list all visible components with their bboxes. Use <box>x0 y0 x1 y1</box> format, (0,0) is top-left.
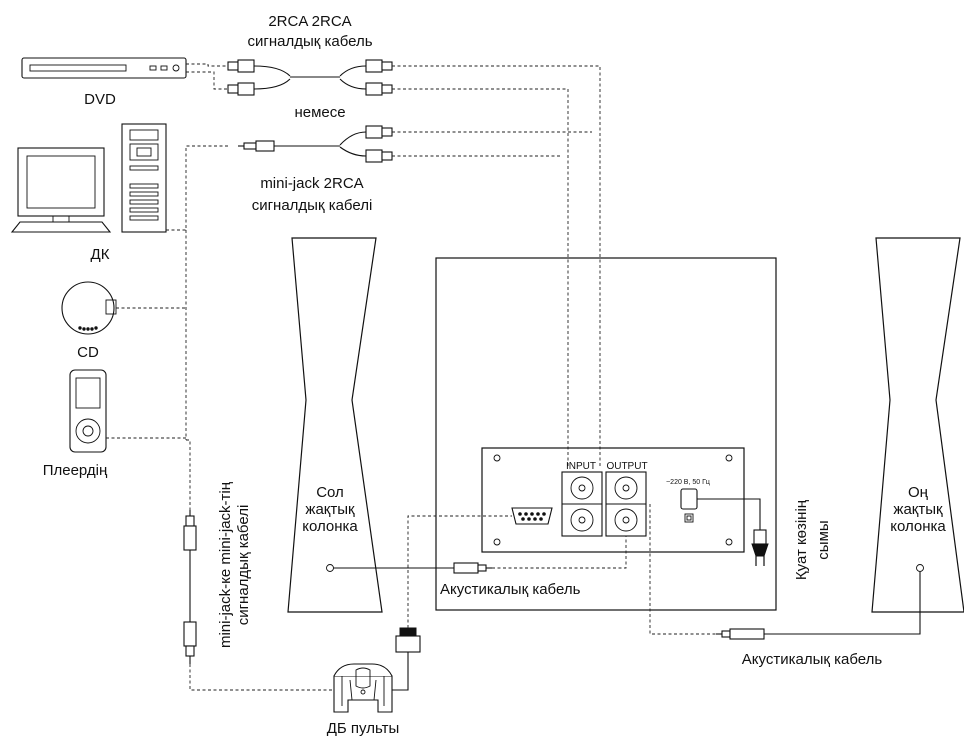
rca-cable-icon <box>227 59 393 96</box>
subwoofer-icon <box>435 257 777 611</box>
monitor-icon <box>10 147 112 233</box>
pc-label: ДК <box>91 246 110 263</box>
power-cord-label-line2: сымы <box>815 520 832 559</box>
input-label: INPUT <box>566 461 596 472</box>
remote-control-icon <box>333 663 393 713</box>
remote-label: ДБ пульты <box>327 720 400 737</box>
pc-tower-icon <box>121 123 167 233</box>
dashed-connections-input <box>392 65 601 466</box>
output-label: OUTPUT <box>606 461 647 472</box>
right-speaker-label-line2: жақтық <box>893 501 943 518</box>
acoustic-cable-right-label: Акустикалық кабель <box>742 651 883 668</box>
mp3-player-icon <box>69 369 107 453</box>
right-speaker-icon <box>871 237 964 613</box>
cd-player-icon <box>61 281 117 335</box>
dvd-label: DVD <box>84 91 116 108</box>
right-speaker-label-line1: Оң <box>908 484 929 501</box>
or-label: немесе <box>294 104 345 121</box>
minijack-minijack-label-line1: mini-jack-ке mini-jack-тің <box>217 481 234 648</box>
power-cord-icon <box>697 498 769 566</box>
left-speaker-label-line3: колонка <box>302 518 358 535</box>
minijack-minijack-label-line2: сигналдық кабелі <box>235 505 252 626</box>
rca-cable-label-line2: сигналдық кабель <box>247 33 372 50</box>
cd-label: CD <box>77 344 99 361</box>
dashed-connections-sources <box>106 63 230 520</box>
left-speaker-label-line2: жақтық <box>305 501 355 518</box>
power-cord-label-line1: Қуат көзінің <box>793 499 810 580</box>
acoustic-cable-left-label: Акустикалық кабель <box>440 581 581 598</box>
rca-cable-label-line1: 2RCA 2RCA <box>268 13 351 30</box>
minijack-rca-cable-icon <box>238 125 393 163</box>
acoustic-cable-right-icon <box>649 504 921 640</box>
acoustic-cable-left-icon <box>333 536 627 574</box>
minijack-cable-label-line2: сигналдық кабелі <box>252 197 373 214</box>
left-speaker-icon <box>287 237 383 613</box>
remote-cable-icon <box>392 515 512 691</box>
minijack-cable-label-line1: mini-jack 2RCA <box>260 175 363 192</box>
left-speaker-label-line1: Сол <box>316 484 344 501</box>
minijack-minijack-cable-icon <box>183 510 334 691</box>
dvd-player-icon <box>21 57 187 79</box>
power-rating-label: ~220 В, 50 Гц <box>666 479 710 486</box>
player-label: Плеердің <box>43 462 108 479</box>
right-speaker-label-line3: колонка <box>890 518 946 535</box>
